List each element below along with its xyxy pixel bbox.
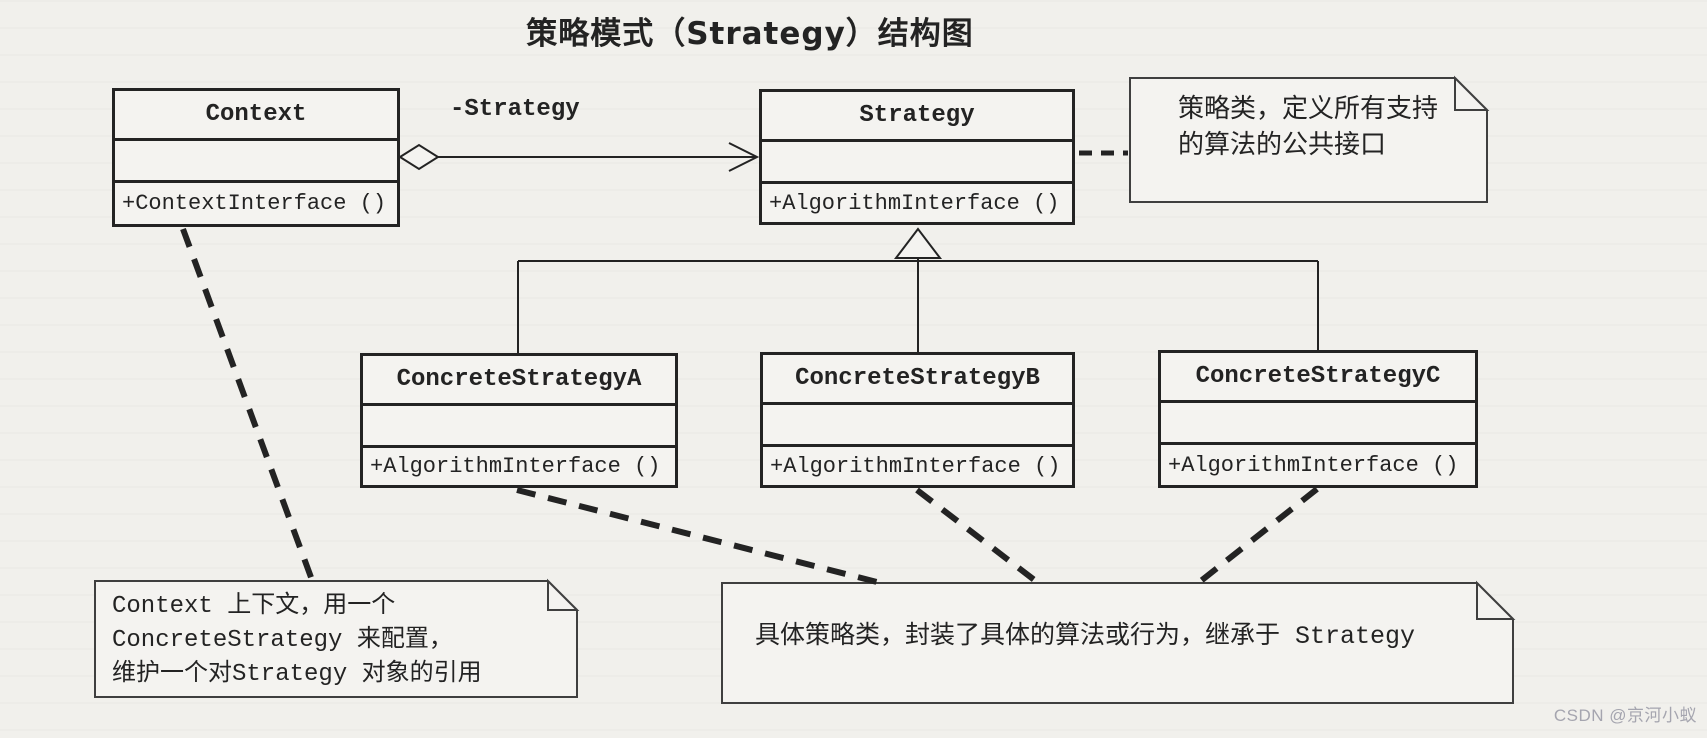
dashed-link-context-note <box>180 227 315 582</box>
note-concrete-line-1: 具体策略类，封装了具体的算法或行为，继承于 Strategy <box>755 622 1416 651</box>
class-name-concrete-a: ConcreteStrategyA <box>396 366 642 393</box>
note-fold-icon <box>1476 580 1516 620</box>
note-fold-icon <box>1454 75 1490 111</box>
open-arrowhead-icon <box>728 142 760 172</box>
note-concrete-shape <box>721 580 1516 704</box>
class-box-concrete-b: ConcreteStrategyB +AlgorithmInterface () <box>760 352 1075 488</box>
class-method-concrete-b: +AlgorithmInterface () <box>770 453 1061 479</box>
note-context-shape <box>94 578 580 698</box>
note-strategy-line-1: 策略类，定义所有支持 <box>1178 95 1439 125</box>
note-context-line-1: Context 上下文，用一个 <box>112 593 396 620</box>
dashed-link-c-note <box>1195 486 1319 587</box>
class-name-concrete-b: ConcreteStrategyB <box>795 365 1040 392</box>
class-method-context: +ContextInterface () <box>122 191 387 216</box>
dashed-link-a-note <box>516 487 878 585</box>
aggregation-label: -Strategy <box>450 96 580 123</box>
class-method-concrete-c: +AlgorithmInterface () <box>1168 452 1459 478</box>
note-concrete: 具体策略类，封装了具体的算法或行为，继承于 Strategy <box>755 620 1415 654</box>
class-attributes-concrete-a <box>363 403 675 448</box>
note-strategy-line-2: 的算法的公共接口 <box>1178 131 1387 161</box>
class-attributes-context <box>115 138 397 183</box>
class-attributes-strategy <box>762 139 1072 184</box>
aggregation-diamond-icon <box>398 143 440 171</box>
dashed-link-b-note <box>915 487 1039 585</box>
class-name-strategy: Strategy <box>859 102 975 129</box>
inheritance-triangle-icon <box>893 227 943 259</box>
class-name-concrete-c: ConcreteStrategyC <box>1195 363 1441 390</box>
class-box-concrete-c: ConcreteStrategyC +AlgorithmInterface () <box>1158 350 1478 488</box>
class-method-strategy: +AlgorithmInterface () <box>769 190 1060 216</box>
class-name-context: Context <box>205 101 307 128</box>
note-context: Context 上下文，用一个 ConcreteStrategy 来配置， 维护… <box>112 590 482 692</box>
class-method-concrete-a: +AlgorithmInterface () <box>370 454 661 479</box>
note-fold-icon <box>547 578 580 611</box>
class-attributes-concrete-c <box>1161 400 1475 445</box>
class-box-context: Context +ContextInterface () <box>112 88 400 227</box>
class-box-strategy: Strategy +AlgorithmInterface () <box>759 89 1075 225</box>
note-strategy-shape <box>1129 75 1490 203</box>
note-context-line-3: 维护一个对Strategy 对象的引用 <box>112 661 482 688</box>
watermark: CSDN @京河小蚁 <box>1553 706 1697 725</box>
diagram-title: 策略模式（Strategy）结构图 <box>526 16 974 52</box>
class-attributes-concrete-b <box>763 402 1072 447</box>
note-context-line-2: ConcreteStrategy 来配置， <box>112 627 453 654</box>
class-box-concrete-a: ConcreteStrategyA +AlgorithmInterface () <box>360 353 678 488</box>
note-strategy: 策略类，定义所有支持 的算法的公共接口 <box>1178 92 1438 164</box>
